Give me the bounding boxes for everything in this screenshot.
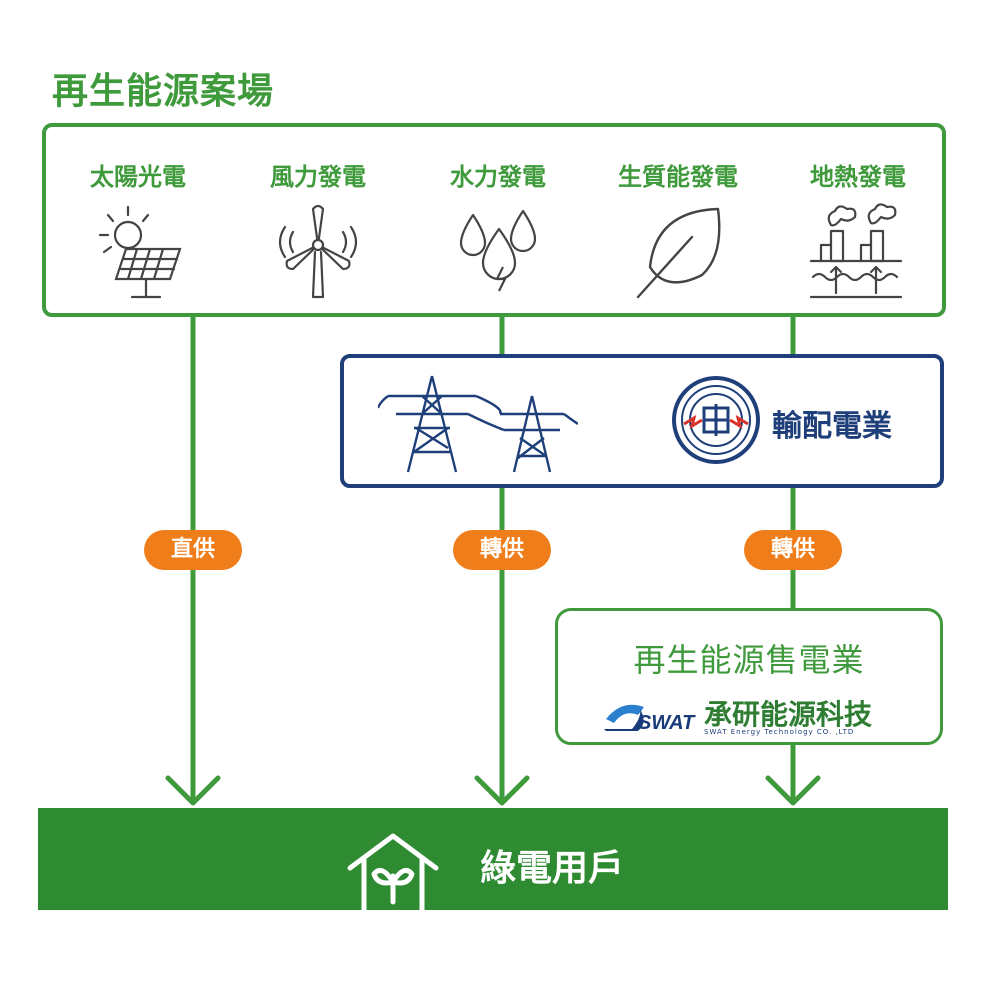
- path-label-wheeling-1: 轉供: [453, 530, 551, 570]
- swat-logo: SWAT: [602, 693, 700, 733]
- path-label-direct: 直供: [144, 530, 242, 570]
- source-label-wind: 風力發電: [270, 163, 366, 191]
- source-label-geothermal: 地熱發電: [810, 163, 906, 191]
- source-label-hydro: 水力發電: [450, 163, 546, 191]
- company-english-name: SWAT Energy Technology CO. ,LTD: [704, 728, 855, 736]
- taipower-logo-icon: [670, 374, 762, 466]
- geothermal-plant-icon: [801, 197, 911, 307]
- arrowhead-3: [765, 775, 821, 806]
- users-label: 綠電用戶: [480, 848, 625, 889]
- transmission-distribution-box: 輸配電業: [340, 354, 944, 488]
- source-label-biomass: 生質能發電: [618, 163, 738, 191]
- wind-turbine-icon: [263, 197, 373, 307]
- swat-logo-text: SWAT: [638, 712, 696, 733]
- renewable-sites-box: 太陽光電 風力發電 水力發電: [42, 123, 946, 317]
- path-label-wheeling-2: 轉供: [744, 530, 842, 570]
- house-sprout-icon: [344, 830, 442, 910]
- renewable-retailer-box: 再生能源售電業 SWAT 承研能源科技 SWAT Energy Technolo…: [555, 608, 943, 745]
- green-power-users-bar: 綠電用戶: [38, 808, 948, 910]
- water-drops-icon: [443, 197, 553, 307]
- arrowhead-2: [474, 775, 530, 806]
- arrowhead-1: [165, 775, 221, 806]
- grid-operator-label: 輸配電業: [772, 409, 892, 444]
- source-label-solar: 太陽光電: [90, 163, 186, 191]
- company-name: 承研能源科技: [704, 698, 873, 731]
- transmission-tower-icon: [378, 368, 578, 476]
- diagram-title: 再生能源案場: [52, 71, 275, 112]
- retailer-label: 再生能源售電業: [633, 641, 865, 679]
- solar-panel-icon: [88, 197, 198, 307]
- leaf-icon: [626, 197, 736, 307]
